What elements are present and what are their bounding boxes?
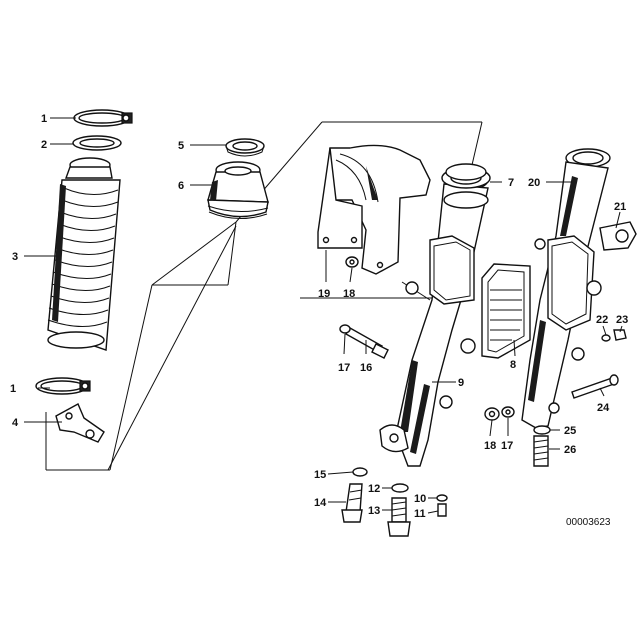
callout-25: 25 [564,425,576,437]
fork-cover-bracket [317,144,431,275]
nut-18b [484,407,500,421]
callout-4: 4 [12,417,19,429]
drawing-code: 00003623 [566,517,611,528]
callout-7: 7 [508,177,514,189]
reflector-pad-8 [481,263,531,359]
washer-22 [601,334,611,342]
callout-6: 6 [178,180,184,192]
callout-10: 10 [414,493,426,505]
bracket-plate [55,403,105,443]
fork-boot [207,161,269,219]
washer-ring [72,135,122,151]
bolt-24 [571,374,619,399]
top-seal-7 [441,163,491,189]
callout-14: 14 [314,497,327,509]
washer-25 [533,425,551,435]
reflector-texture [490,289,522,341]
clamp-upper [73,109,133,127]
fork-slider-left [379,169,489,467]
callout-labels: 1 2 3 1 4 5 6 7 20 21 8 9 19 18 17 16 22… [10,113,628,520]
callout-23: 23 [616,314,628,326]
callout-21: 21 [614,201,626,213]
callout-15: 15 [314,469,326,481]
callout-24: 24 [597,402,610,414]
callout-11: 11 [414,508,426,520]
callout-17-lower: 17 [501,440,513,452]
callout-5: 5 [178,140,184,152]
fork-slider-right [521,148,637,429]
screw-14 [341,483,363,523]
washer-15 [352,467,368,477]
screw-13 [387,497,411,537]
screw-11 [437,503,447,517]
dust-seal-ring [225,138,265,157]
washer-12 [391,483,409,493]
callout-18-upper: 18 [343,288,355,300]
callout-2: 2 [41,139,47,151]
leader-lines [24,117,623,514]
clamp-lower [35,377,91,395]
nut-18a [345,256,359,268]
callout-8: 8 [510,359,516,371]
callout-20: 20 [528,177,540,189]
callout-18-lower: 18 [484,440,496,452]
callout-9: 9 [458,377,464,389]
callout-19: 19 [318,288,330,300]
callout-16: 16 [360,362,372,374]
callout-26: 26 [564,444,576,456]
washer-17b [501,406,515,418]
callout-13: 13 [368,505,380,517]
rubber-gaiter [47,157,121,351]
callout-3: 3 [12,251,18,263]
callout-1-upper: 1 [41,113,47,125]
washer-10 [436,494,448,502]
callout-12: 12 [368,483,380,495]
screw-26 [533,435,549,467]
callout-1-lower: 1 [10,383,16,395]
bolt-16 [339,324,389,359]
callout-22: 22 [596,314,608,326]
callout-17-upper: 17 [338,362,350,374]
